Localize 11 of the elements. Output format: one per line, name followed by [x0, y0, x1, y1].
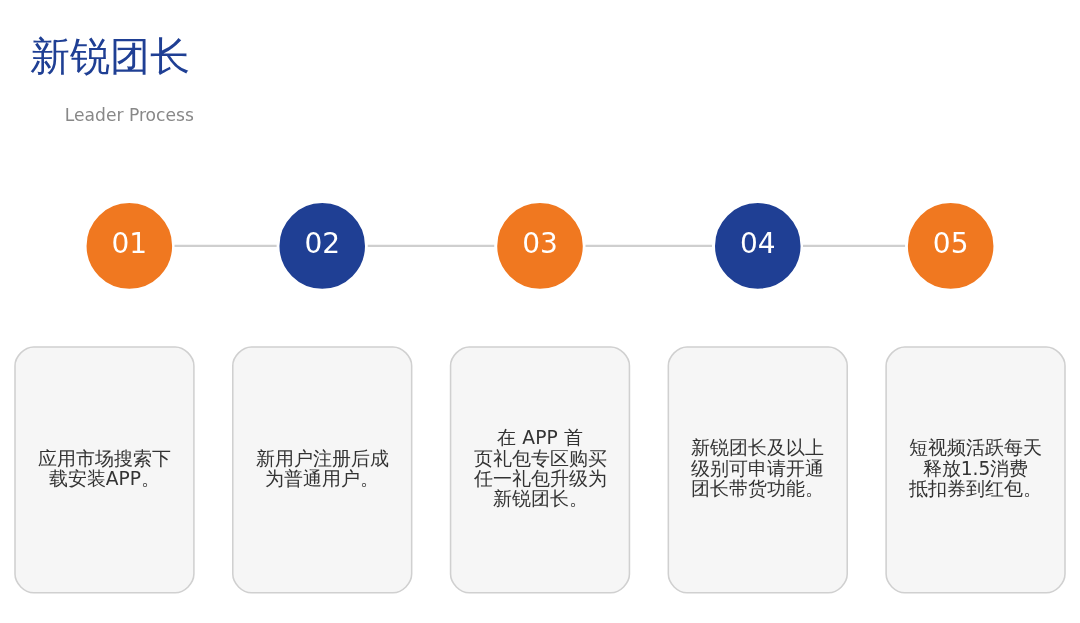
node-box: 在 APP 首页礼包专区购买任一礼包升级为新锐团长。	[449, 345, 631, 594]
connector	[585, 244, 712, 247]
node-box: 新锐团长及以上级别可申请开通团长带货功能。	[667, 345, 848, 594]
connector	[803, 244, 906, 247]
connector	[174, 244, 277, 247]
connector	[367, 244, 495, 247]
node-box: 短视频活跃每天释放1.5消费抵扣券到红包。	[885, 345, 1066, 594]
diagram-title: 新锐团长	[29, 31, 190, 80]
node-box: 新用户注册后成为普通用户。	[232, 345, 413, 594]
label: Leader Process	[64, 104, 194, 125]
node-box: 应用市场搜索下载安装APP。	[14, 345, 195, 594]
